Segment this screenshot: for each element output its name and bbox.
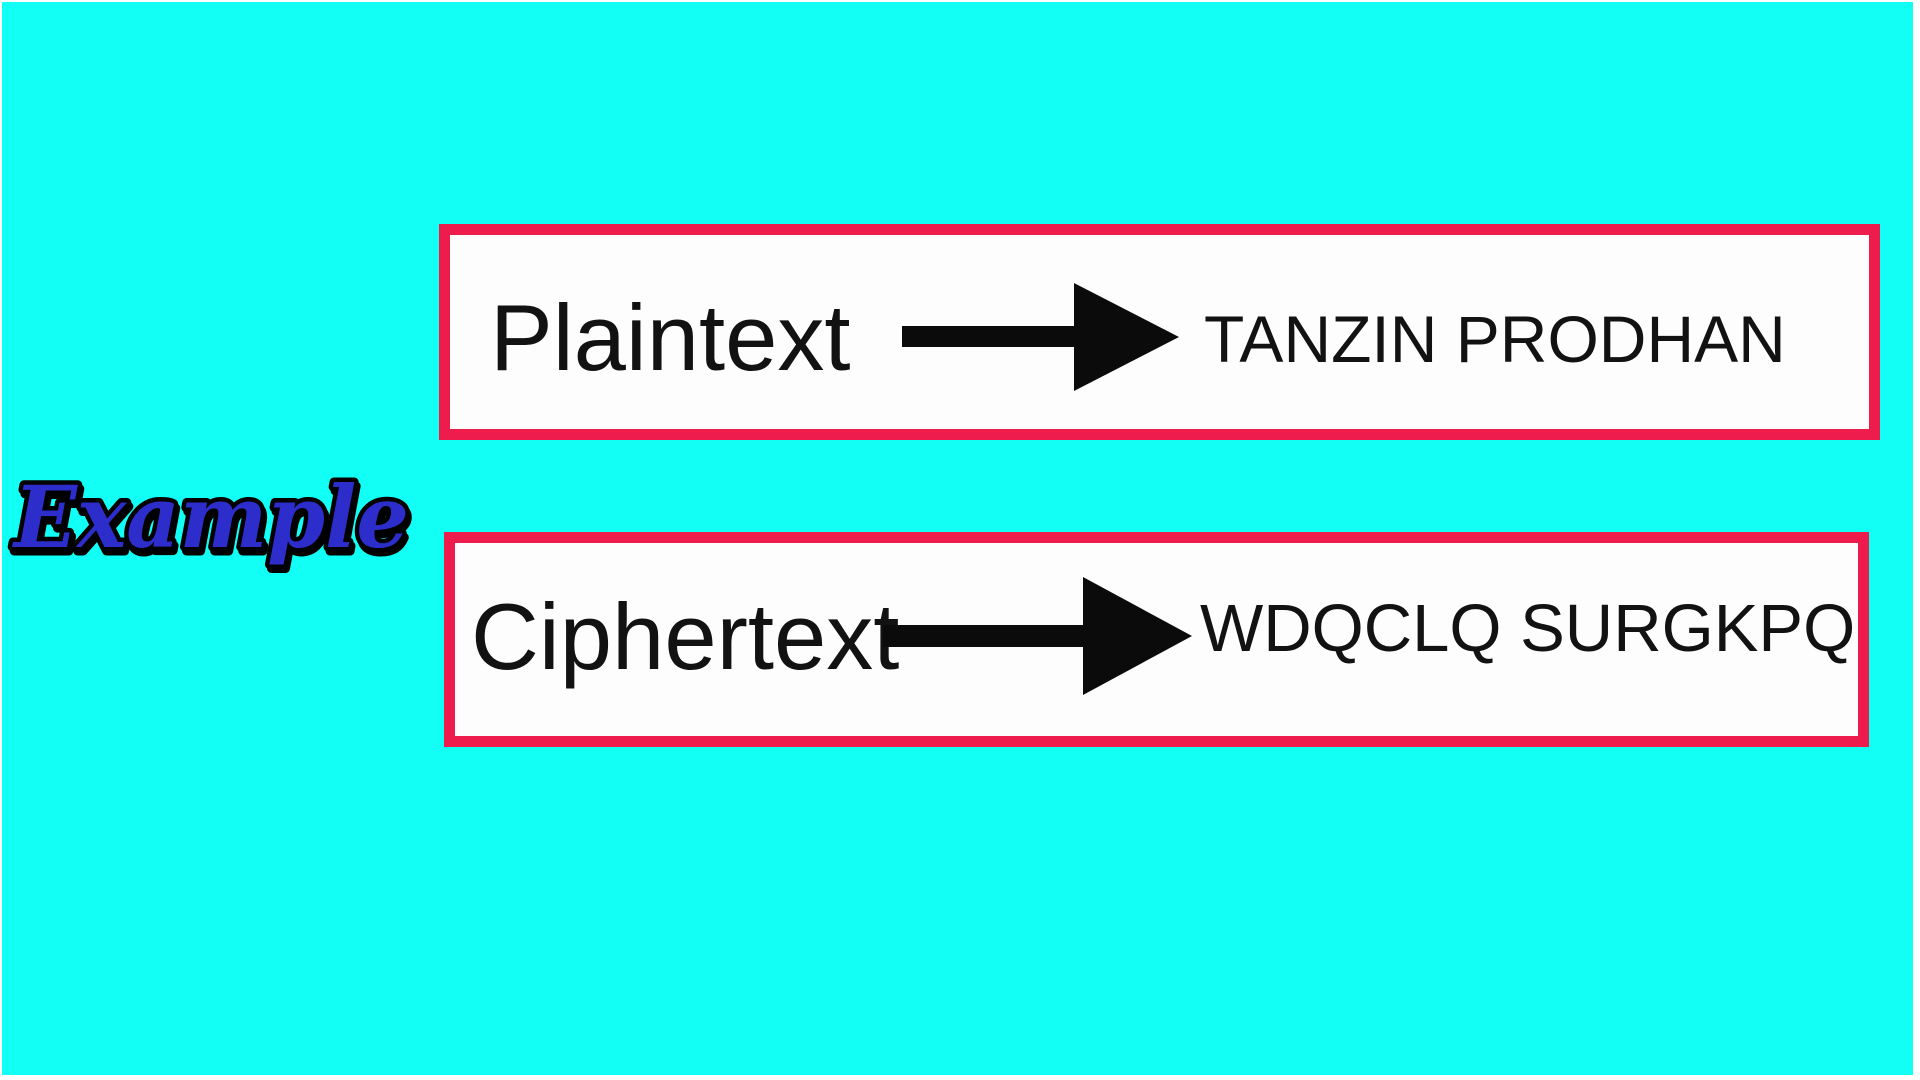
ciphertext-box: Ciphertext WDQCLQ SURGKPQ bbox=[444, 532, 1869, 747]
plaintext-box: Plaintext TANZIN PRODHAN bbox=[439, 224, 1880, 440]
arrow-right-icon bbox=[902, 279, 1179, 395]
ciphertext-value: WDQCLQ SURGKPQ bbox=[1200, 591, 1856, 666]
arrow-right-icon bbox=[883, 575, 1192, 697]
plaintext-value: TANZIN PRODHAN bbox=[1204, 302, 1786, 376]
example-title: Example bbox=[8, 464, 414, 573]
example-title-text: Example bbox=[12, 468, 409, 568]
plaintext-label: Plaintext bbox=[490, 285, 851, 390]
ciphertext-label: Ciphertext bbox=[471, 584, 900, 689]
